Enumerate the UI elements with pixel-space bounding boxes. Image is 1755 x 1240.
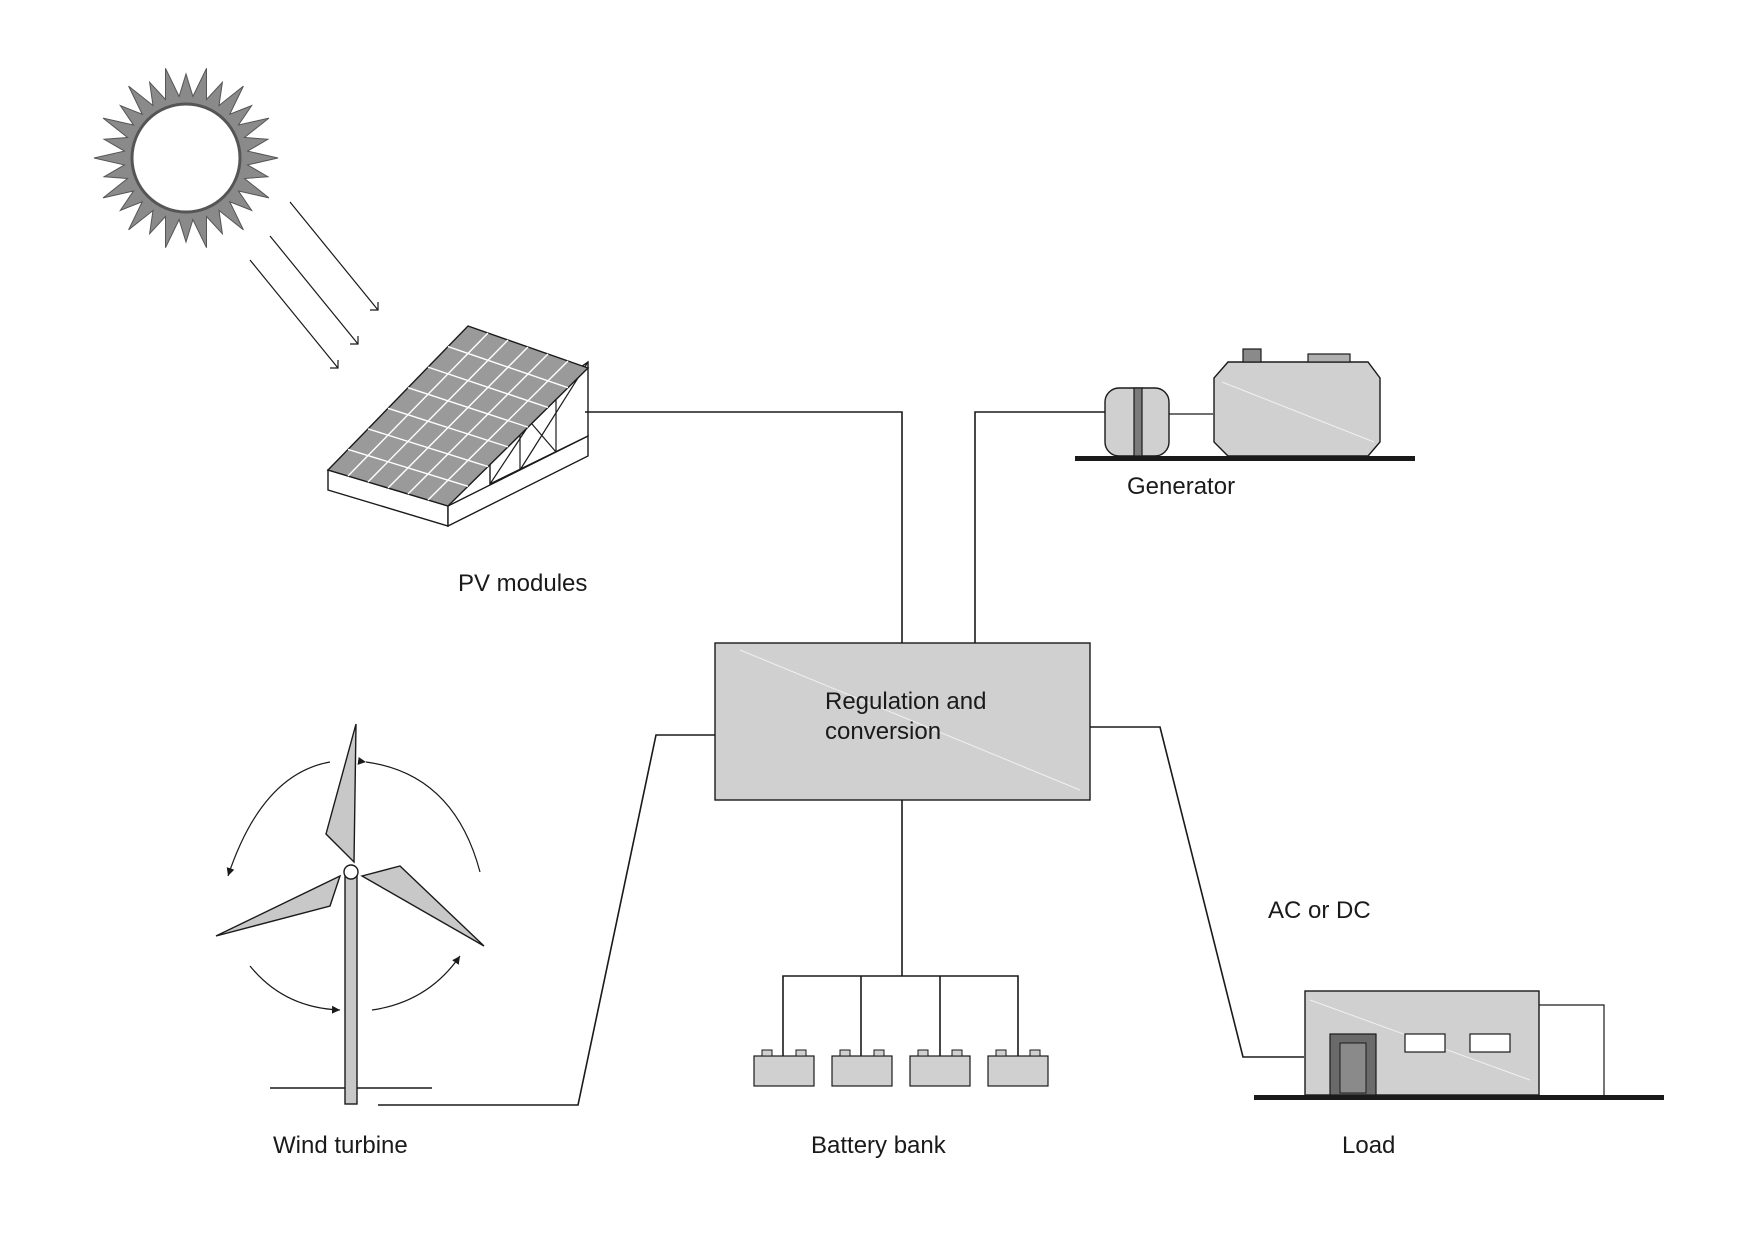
battery-bank-icons [753, 1049, 1049, 1087]
regulation-conversion-box [714, 642, 1091, 801]
load-label: Load [1342, 1132, 1395, 1159]
regulation-label-line1: Regulation and [825, 688, 986, 715]
connection-wires [378, 411, 1304, 1106]
building-icon [1254, 990, 1664, 1100]
battery-bank-label: Battery bank [811, 1132, 947, 1159]
ac-or-dc-label: AC or DC [1268, 897, 1371, 924]
wind-turbine-label: Wind turbine [273, 1132, 408, 1159]
sun-icon [93, 68, 279, 248]
regulation-label-line2: conversion [825, 718, 941, 745]
pv-modules-label: PV modules [458, 570, 587, 597]
solar-panel-icon [326, 325, 590, 528]
wind-turbine-icon [215, 723, 485, 1105]
generator-icon [1075, 348, 1415, 461]
generator-label: Generator [1127, 473, 1235, 500]
sunlight-rays [249, 201, 379, 369]
